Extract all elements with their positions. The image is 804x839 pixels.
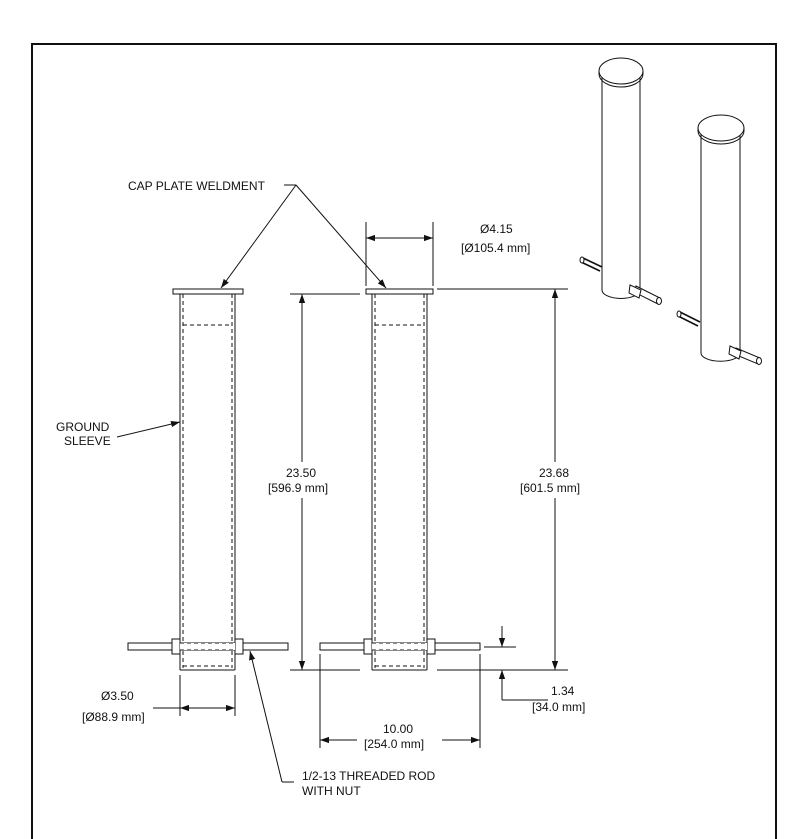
left-rod-nut-a	[171, 638, 181, 655]
cap-plate-weldment-label: CAP PLATE WELDMENT	[128, 179, 266, 193]
ground-sleeve-leader	[116, 421, 181, 438]
ground-sleeve-label-line1: GROUND	[56, 420, 110, 434]
isometric-sleeve-1	[579, 57, 662, 305]
threaded-rod-leader-diag	[249, 650, 283, 783]
threaded-rod-label-line2: WITH NUT	[302, 784, 361, 798]
right-rod-nut-a	[363, 638, 373, 655]
overall-length-mm: [601.5 mm]	[520, 481, 580, 495]
cap-diameter-mm: [Ø105.4 mm]	[461, 241, 530, 255]
sleeve-diameter-dimension: Ø3.50 [Ø88.9 mm]	[82, 675, 236, 724]
right-rod-nut-b	[426, 638, 436, 655]
rod-offset-mm: [34.0 mm]	[532, 700, 585, 714]
sleeve-diameter-value: Ø3.50	[101, 689, 134, 703]
sleeve-length-mm: [596.9 mm]	[268, 481, 328, 495]
cap-diameter-value: Ø4.15	[480, 222, 513, 236]
right-cap-plate	[365, 288, 434, 295]
right-threaded-rod	[319, 638, 481, 655]
rod-offset-dimension: 1.34 [34.0 mm]	[484, 626, 585, 714]
left-threaded-rod	[127, 638, 289, 655]
rod-length-mm: [254.0 mm]	[364, 737, 424, 751]
overall-length-dimension: 23.68 [601.5 mm]	[437, 288, 580, 671]
ground-sleeve-label-line2: SLEEVE	[64, 434, 111, 448]
drawing-border	[31, 43, 777, 839]
right-ground-sleeve	[319, 288, 481, 671]
sleeve-length-value: 23.50	[286, 466, 316, 480]
left-rod-nut-b	[234, 638, 244, 655]
isometric-sleeve-2	[676, 114, 762, 365]
sleeve-length-dimension: 23.50 [596.9 mm]	[268, 293, 360, 671]
rod-length-dimension: 10.00 [254.0 mm]	[319, 654, 481, 751]
threaded-rod-label-line1: 1/2-13 THREADED ROD	[302, 769, 435, 783]
left-ground-sleeve	[127, 288, 289, 671]
overall-length-value: 23.68	[539, 466, 569, 480]
rod-offset-value: 1.34	[551, 684, 575, 698]
rod-length-value: 10.00	[383, 722, 413, 736]
sleeve-diameter-mm: [Ø88.9 mm]	[82, 710, 145, 724]
cap-diameter-dimension: Ø4.15 [Ø105.4 mm]	[365, 222, 530, 286]
cap-plate-leader-right	[295, 184, 387, 289]
left-cap-plate	[172, 288, 244, 295]
cap-plate-leader-left	[220, 184, 297, 289]
